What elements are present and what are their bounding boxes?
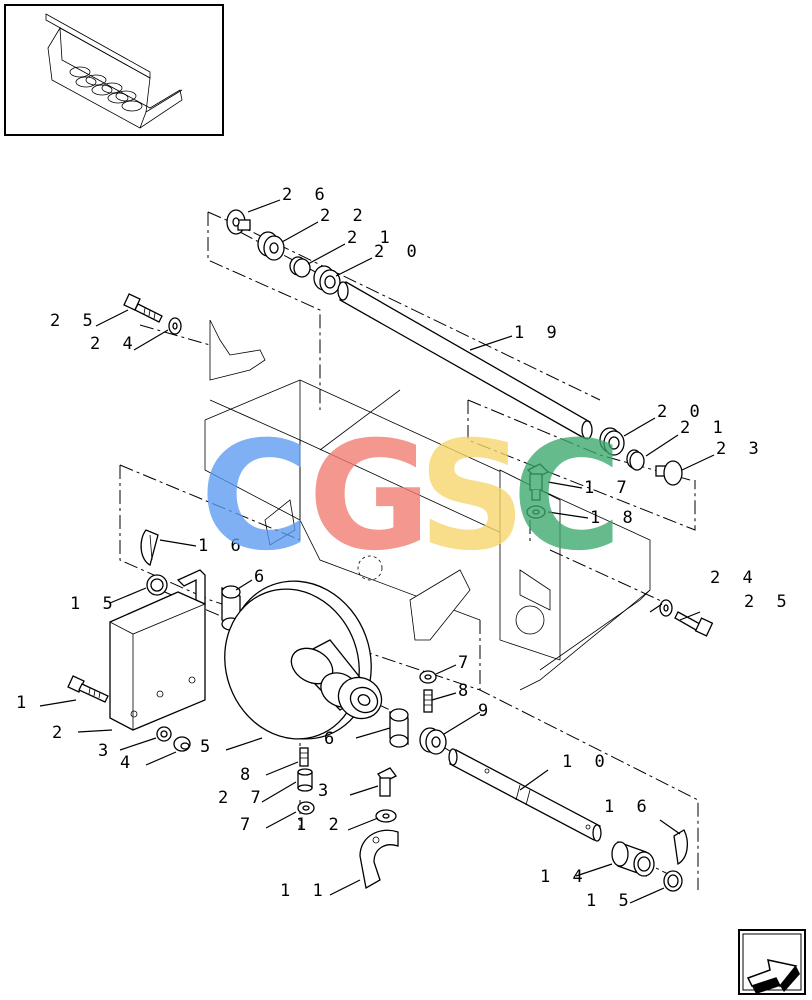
watermark-cgsc: C G S C [200, 410, 622, 584]
callout-16b: 1 6 [604, 797, 653, 817]
callout-25a: 2 5 [50, 311, 99, 331]
washer-21a [289, 256, 311, 278]
washer-24b [659, 599, 673, 617]
washer-18 [526, 505, 546, 519]
overview-thumbnail [4, 4, 224, 136]
axle-19 [337, 281, 593, 440]
callout-7a: 7 [458, 653, 474, 673]
callout-9: 9 [478, 701, 494, 721]
bushing-14 [611, 841, 655, 877]
callout-23: 2 3 [716, 439, 765, 459]
callout-17: 1 7 [584, 478, 633, 498]
washer-4 [156, 726, 172, 742]
nut-7a [419, 670, 437, 684]
cotter-pin-16a [140, 529, 159, 566]
callout-6a: 6 [254, 567, 270, 587]
nut-7b [297, 801, 315, 815]
cotter-pin-16b [673, 829, 689, 866]
watermark-letter-3: S [418, 410, 526, 584]
callout-1: 1 [16, 693, 32, 713]
callout-18: 1 8 [590, 508, 639, 528]
washer-21b [626, 449, 645, 471]
callout-2: 2 [52, 723, 68, 743]
callout-10: 1 0 [562, 752, 611, 772]
callout-11: 1 1 [280, 881, 329, 901]
bushing-22 [257, 231, 285, 261]
callout-7b: 7 [240, 815, 256, 835]
bolt-17 [526, 463, 550, 501]
callout-6b: 6 [324, 729, 340, 749]
callout-8a: 8 [458, 681, 474, 701]
setscrew-8a [423, 689, 433, 713]
washer-12 [375, 809, 397, 823]
nut-5 [173, 736, 191, 752]
bushing-6b [389, 708, 409, 748]
callout-12: 1 2 [296, 815, 345, 835]
pin-23 [655, 460, 683, 486]
callout-5: 5 [200, 737, 216, 757]
spacer-27 [297, 768, 313, 792]
setscrew-8b [299, 747, 309, 767]
callout-labels: 2 6 2 2 2 1 2 0 2 5 2 4 1 9 2 0 2 1 2 3 … [16, 185, 793, 911]
callout-27: 2 7 [218, 788, 267, 808]
callout-24a: 2 4 [90, 334, 139, 354]
washer-24a [168, 317, 182, 335]
leader-lines [39, 199, 715, 904]
frame-housing [204, 319, 651, 691]
callout-21a: 2 1 [347, 228, 396, 248]
watermark-letter-1: C [200, 410, 310, 584]
watermark-letter-4: C [512, 410, 622, 584]
clamp-11 [359, 829, 399, 890]
pin-26 [226, 209, 251, 235]
callout-14: 1 4 [540, 867, 589, 887]
bolt-25a [123, 293, 163, 323]
callout-4: 4 [120, 753, 136, 773]
watermark-letter-2: G [308, 410, 431, 584]
callout-20a: 2 0 [374, 242, 423, 262]
upper-axle-assembly [226, 209, 683, 486]
callout-3a: 3 [98, 741, 114, 761]
bolt-1 [67, 675, 109, 703]
bolt-3b [377, 767, 397, 797]
plate-2 [109, 569, 206, 731]
washer-15b [663, 870, 683, 892]
collar-9 [419, 727, 447, 755]
shaft-10 [448, 748, 602, 842]
bearing-20b [599, 427, 625, 456]
callout-16a: 1 6 [198, 536, 247, 556]
callout-19: 1 9 [514, 323, 563, 343]
callout-15a: 1 5 [70, 594, 119, 614]
callout-22: 2 2 [320, 206, 369, 226]
bearing-20a [313, 265, 341, 295]
pulley-disc [224, 580, 383, 740]
callout-21b: 2 1 [680, 418, 729, 438]
callout-3b: 3 [318, 781, 334, 801]
washer-15a [146, 574, 168, 596]
callout-20b: 2 0 [657, 402, 706, 422]
callout-26a: 2 6 [282, 185, 331, 205]
callout-25b: 2 5 [744, 592, 793, 612]
callout-8b: 8 [240, 765, 256, 785]
bolt-25b [674, 611, 714, 637]
callout-15b: 1 5 [586, 891, 635, 911]
callout-24b: 2 4 [710, 568, 759, 588]
next-page-arrow-icon[interactable] [738, 929, 806, 995]
